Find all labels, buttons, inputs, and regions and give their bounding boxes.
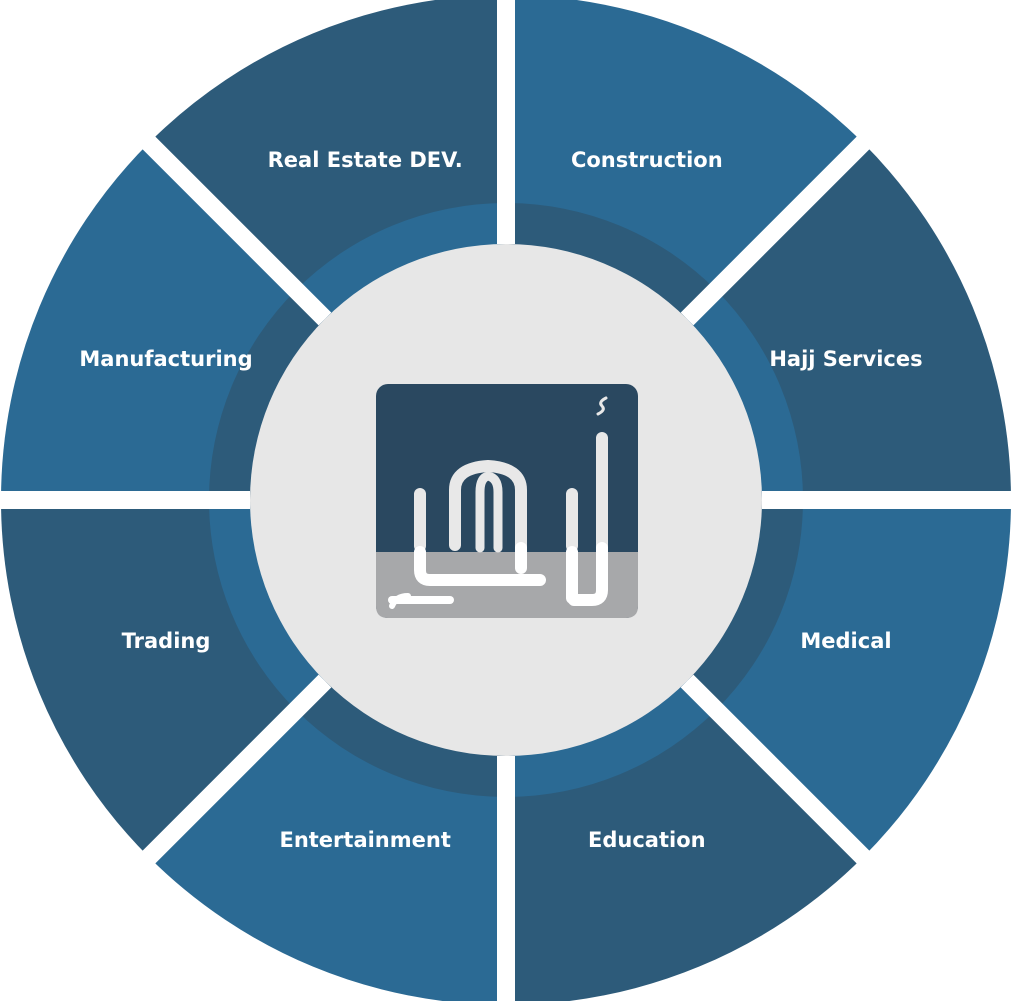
segment-label-entertainment: Entertainment <box>279 828 450 852</box>
segment-label-hajj-services: Hajj Services <box>769 347 922 371</box>
segment-label-trading: Trading <box>122 629 211 653</box>
segment-label-medical: Medical <box>800 629 891 653</box>
segment-label-real-estate-dev: Real Estate DEV. <box>268 148 463 172</box>
segment-label-education: Education <box>588 828 706 852</box>
segment-gap <box>680 122 884 326</box>
segment-gap <box>128 674 332 878</box>
logo-calligraphy <box>388 396 608 609</box>
segment-gap <box>128 122 332 326</box>
segment-gap <box>680 674 884 878</box>
segment-label-manufacturing: Manufacturing <box>79 347 252 371</box>
segment-label-construction: Construction <box>571 148 723 172</box>
arabic-calligraphy-logo-icon <box>376 384 638 618</box>
